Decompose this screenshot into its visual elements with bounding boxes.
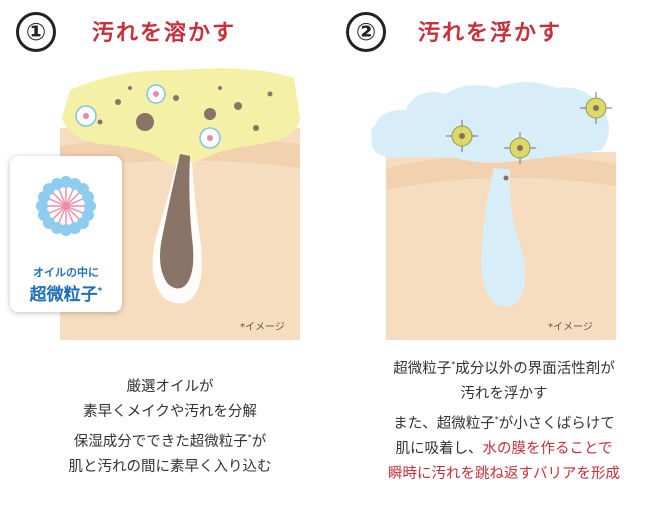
description-line: 素早くメイクや汚れを分解 [0, 400, 340, 425]
description-text: 水の膜を作ることで [482, 440, 613, 457]
description-text: 汚れを浮かす [460, 385, 548, 402]
footnote-mark: * [247, 433, 252, 442]
description-text: 肌に吸着し、 [395, 440, 483, 457]
micro-particle-large-icon [36, 176, 96, 236]
description-text: また、超微粒子 [393, 415, 495, 432]
description-line: 保湿成分でできた超微粒子*が [0, 425, 340, 455]
description-line: 厳選オイルが [0, 375, 340, 400]
water-pore [481, 168, 526, 307]
description-text: 保湿成分でできた超微粒子 [73, 433, 248, 450]
description-line: 肌と汚れの間に素早く入り込む [0, 455, 340, 480]
oil-blob [62, 68, 300, 168]
step1-image-note: *イメージ [240, 322, 285, 333]
dirt-particle-icon [504, 132, 536, 164]
description-text: 瞬時に汚れを跳ね返すバリアを形成 [388, 465, 620, 482]
description-text: 超微粒子 [393, 360, 452, 377]
step1-description: 厳選オイルが素早くメイクや汚れを分解保湿成分でできた超微粒子*が肌と汚れの間に素… [0, 375, 340, 480]
step2-image-note: *イメージ [548, 322, 593, 333]
water-film [371, 82, 609, 163]
dirt-plug [160, 154, 194, 289]
description-line: 瞬時に汚れを跳ね返すバリアを形成 [338, 462, 670, 487]
dirt-particle-icon [446, 120, 478, 152]
micro-particle-icon [75, 105, 97, 127]
step2-illustration [371, 82, 616, 340]
step2-description: 超微粒子*成分以外の界面活性剤が汚れを浮かすまた、超微粒子*が小さくばらけて肌に… [338, 352, 670, 487]
description-text: が [251, 433, 267, 450]
micro-particle-callout: オイルの中に 超微粒子* [10, 156, 122, 312]
footnote-mark: * [451, 360, 456, 369]
step2-title: 汚れを浮かす [418, 21, 563, 46]
step1-title: 汚れを溶かす [92, 21, 237, 46]
callout-label-line2: 超微粒子* [29, 285, 103, 305]
description-text: が小さくばらけて [498, 415, 615, 432]
dirt-particle-icon [580, 92, 612, 124]
step1-number: ① [16, 12, 56, 52]
description-text: 成分以外の界面活性剤が [455, 360, 615, 377]
step2-number: ② [346, 12, 386, 52]
micro-particle-icon [146, 84, 166, 104]
callout-label-line1: オイルの中に [33, 266, 99, 279]
description-text: 肌と汚れの間に素早く入り込む [68, 458, 272, 475]
footnote-mark: * [494, 414, 499, 424]
description-line: また、超微粒子*が小さくばらけて [338, 407, 670, 437]
micro-particle-icon [199, 127, 221, 149]
description-line: 汚れを浮かす [338, 382, 670, 407]
description-text: 厳選オイルが [126, 379, 214, 395]
description-text: 素早くメイクや汚れを分解 [83, 404, 257, 420]
description-line: 肌に吸着し、水の膜を作ることで [338, 437, 670, 462]
description-line: 超微粒子*成分以外の界面活性剤が [338, 352, 670, 382]
